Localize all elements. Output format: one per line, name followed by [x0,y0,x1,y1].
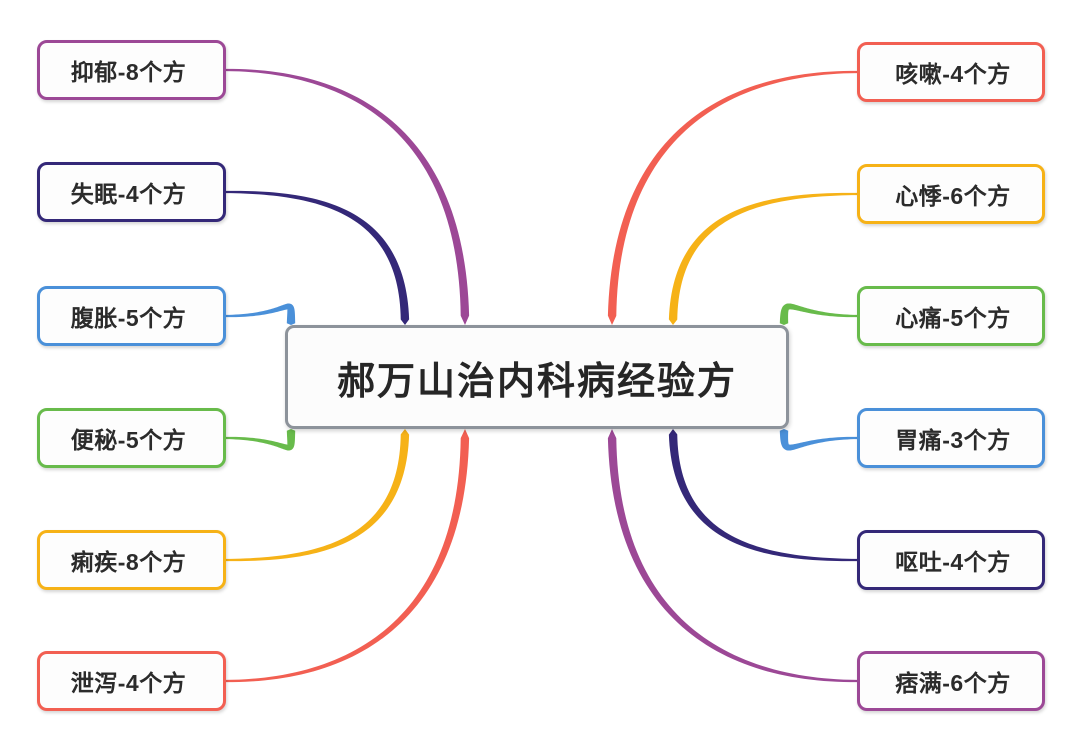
central-topic-label: 郝万山治内科病经验方 [336,360,737,403]
branch-node-right-5[interactable]: 痞满-6个方 [857,651,1045,711]
branch-node-left-2[interactable]: 腹胀-5个方 [37,286,226,346]
connector-curve [226,429,410,562]
connector-curve [226,303,296,325]
connector-curve [607,429,857,683]
branch-node-right-3[interactable]: 胃痛-3个方 [857,408,1045,468]
connector-curve [668,429,857,562]
branch-node-left-4[interactable]: 痢疾-8个方 [37,530,226,590]
branch-node-label: 泄泻-4个方 [70,670,187,696]
branch-node-right-0[interactable]: 咳嗽-4个方 [857,42,1045,102]
branch-node-right-2[interactable]: 心痛-5个方 [857,286,1045,346]
connector-curve [779,429,857,451]
connector-curve [607,70,857,326]
branch-node-label: 便秘-5个方 [70,427,187,453]
branch-node-label: 心痛-5个方 [895,305,1011,331]
central-topic-node[interactable]: 郝万山治内科病经验方 [285,325,789,429]
branch-node-right-1[interactable]: 心悸-6个方 [857,164,1045,224]
connector-curve [226,429,470,683]
branch-node-left-5[interactable]: 泄泻-4个方 [37,651,226,711]
branch-node-right-4[interactable]: 呕吐-4个方 [857,530,1045,590]
branch-node-label: 咳嗽-4个方 [895,61,1011,87]
connector-curve [779,303,857,325]
branch-node-label: 呕吐-4个方 [895,549,1011,575]
connector-curve [226,68,470,326]
branch-node-label: 腹胀-5个方 [70,305,187,331]
branch-node-left-0[interactable]: 抑郁-8个方 [37,40,226,100]
connector-curve [226,190,410,325]
branch-node-label: 失眠-4个方 [70,181,187,207]
branch-node-label: 胃痛-3个方 [895,427,1011,453]
branch-node-label: 心悸-6个方 [895,183,1011,209]
branch-node-label: 痢疾-8个方 [70,549,187,575]
branch-node-left-1[interactable]: 失眠-4个方 [37,162,226,222]
branch-node-left-3[interactable]: 便秘-5个方 [37,408,226,468]
connector-curve [226,429,296,451]
connector-curve [668,192,857,325]
branch-node-label: 抑郁-8个方 [70,59,187,85]
branch-node-label: 痞满-6个方 [895,670,1011,696]
